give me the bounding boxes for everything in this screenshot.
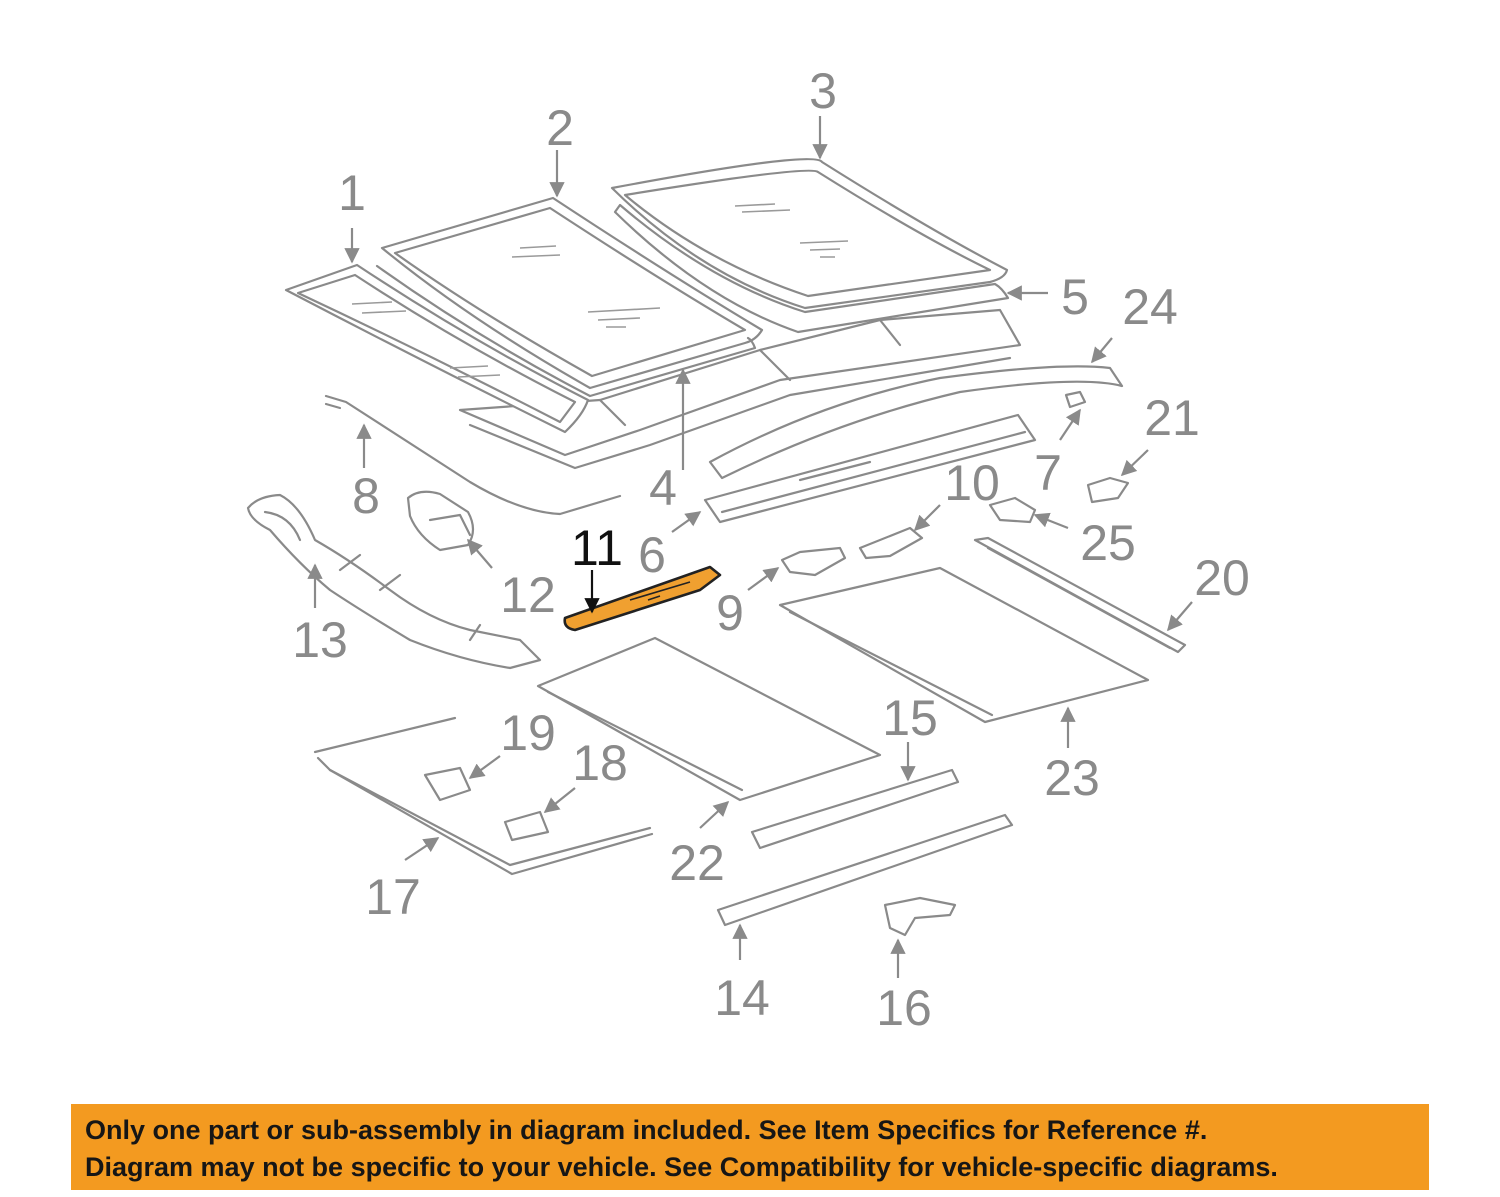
part-wind-deflector	[708, 365, 1124, 480]
part-rail-15	[750, 768, 960, 850]
part-bracket-10	[858, 526, 924, 560]
leader-lines	[307, 116, 1193, 978]
part-bracket-21	[1086, 476, 1130, 504]
callout-23: 23	[1044, 750, 1100, 806]
sunroof-parts-diagram: 1 2 3 4 5 6 7 8 9 10 11 12 13 14 15 16 1…	[246, 63, 1250, 1036]
callout-1: 1	[338, 165, 366, 221]
part-frame-17	[313, 716, 654, 876]
callout-7: 7	[1034, 445, 1062, 501]
callout-5: 5	[1061, 269, 1089, 325]
callout-17: 17	[365, 869, 421, 925]
callout-18: 18	[572, 735, 628, 791]
callout-9: 9	[716, 585, 744, 641]
callout-24: 24	[1122, 279, 1178, 335]
callout-16: 16	[876, 980, 932, 1036]
callout-12: 12	[500, 567, 556, 623]
part-bracket-9	[780, 546, 847, 577]
part-bracket-25	[988, 496, 1037, 524]
callout-11: 11	[571, 520, 623, 576]
callout-labels: 1 2 3 4 5 6 7 8 9 10 11 12 13 14 15 16 1…	[292, 63, 1250, 1036]
part-rear-seal	[613, 203, 1010, 334]
part-clip-7	[1064, 390, 1087, 409]
callout-3: 3	[809, 63, 837, 119]
part-middle-glass	[375, 196, 764, 398]
part-clip-18	[503, 810, 550, 842]
callout-13: 13	[292, 612, 348, 668]
notice-line-2: Diagram may not be specific to your vehi…	[85, 1152, 1278, 1182]
callout-14: 14	[714, 970, 770, 1026]
part-front-sunshade	[536, 636, 882, 802]
callout-15: 15	[882, 690, 938, 746]
callout-4: 4	[649, 460, 677, 516]
callout-21: 21	[1144, 390, 1200, 446]
notice-banner: Only one part or sub-assembly in diagram…	[71, 1104, 1429, 1190]
callout-22: 22	[669, 835, 725, 891]
part-motor	[406, 490, 475, 552]
callout-25: 25	[1080, 515, 1136, 571]
part-rail-20	[973, 536, 1187, 654]
callout-8: 8	[352, 468, 380, 524]
part-11-highlighted	[563, 565, 722, 632]
part-drive-cable	[324, 394, 622, 516]
part-front-glass	[284, 263, 590, 434]
part-bracket-16	[883, 896, 957, 937]
callout-6: 6	[638, 527, 666, 583]
notice-line-1: Only one part or sub-assembly in diagram…	[85, 1115, 1208, 1145]
callout-2: 2	[546, 100, 574, 156]
callout-20: 20	[1194, 550, 1250, 606]
part-guide-rail	[703, 413, 1037, 524]
part-rear-glass	[610, 158, 1009, 310]
callout-19: 19	[500, 705, 556, 761]
part-clip-19	[423, 766, 472, 802]
part-rail-14	[716, 813, 1014, 927]
callout-10: 10	[944, 455, 1000, 511]
part-front-frame	[246, 493, 542, 670]
part-rear-sunshade	[778, 566, 1150, 724]
